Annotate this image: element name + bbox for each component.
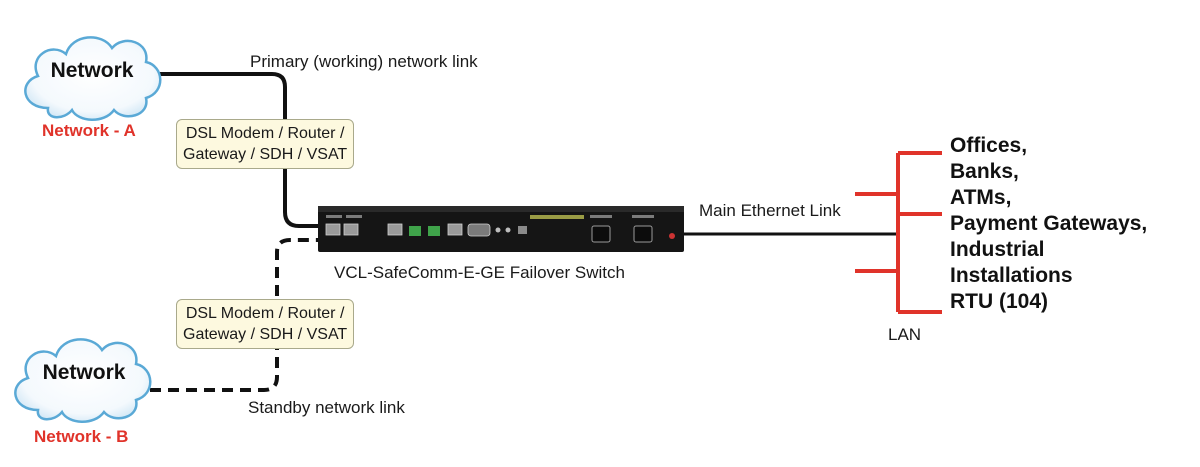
network-a-cloud: Network [24, 36, 162, 121]
main-ethernet-label: Main Ethernet Link [699, 201, 841, 220]
network-a-label: Network [51, 59, 134, 82]
network-b-cloud: Network [14, 338, 152, 423]
modem-b-line1: DSL Modem / Router / [185, 305, 345, 322]
status-led [505, 227, 511, 233]
status-led [495, 227, 501, 233]
serial-port [467, 223, 491, 237]
ethernet-ports [325, 223, 463, 236]
destination-item: Installations [950, 264, 1073, 287]
destination-item: Industrial [950, 238, 1045, 261]
modem-a-box: DSL Modem / Router / Gateway / SDH / VSA… [176, 119, 355, 169]
destination-item: Payment Gateways, [950, 212, 1148, 235]
modem-a-line2: Gateway / SDH / VSAT [183, 146, 348, 163]
power-inlet [633, 225, 653, 243]
destination-item: Offices, [950, 134, 1028, 157]
primary-link-label: Primary (working) network link [250, 52, 478, 71]
destination-item: ATMs, [950, 186, 1012, 209]
switch-label: VCL-SafeComm-E-GE Failover Switch [334, 263, 625, 282]
standby-link-label: Standby network link [248, 398, 405, 417]
modem-b-box: DSL Modem / Router / Gateway / SDH / VSA… [176, 299, 355, 349]
lan-label: LAN [888, 325, 922, 344]
destination-item: RTU (104) [950, 290, 1049, 313]
power-inlet [591, 225, 611, 243]
destination-item: Banks, [950, 160, 1019, 183]
modem-a-line1: DSL Modem / Router / [185, 125, 345, 142]
network-b-caption: Network - B [34, 427, 129, 446]
terminal-blocks [409, 226, 440, 236]
standby-link-line [150, 238, 320, 392]
network-a-caption: Network - A [42, 121, 136, 140]
lan-destinations: Offices, Banks, ATMs, Payment Gateways, … [950, 133, 1147, 315]
power-switch [669, 233, 675, 239]
network-b-label: Network [43, 361, 126, 384]
lan-bus [855, 151, 942, 314]
modem-b-line2: Gateway / SDH / VSAT [183, 326, 348, 343]
usb-port [518, 226, 527, 234]
failover-switch-device [318, 206, 684, 252]
